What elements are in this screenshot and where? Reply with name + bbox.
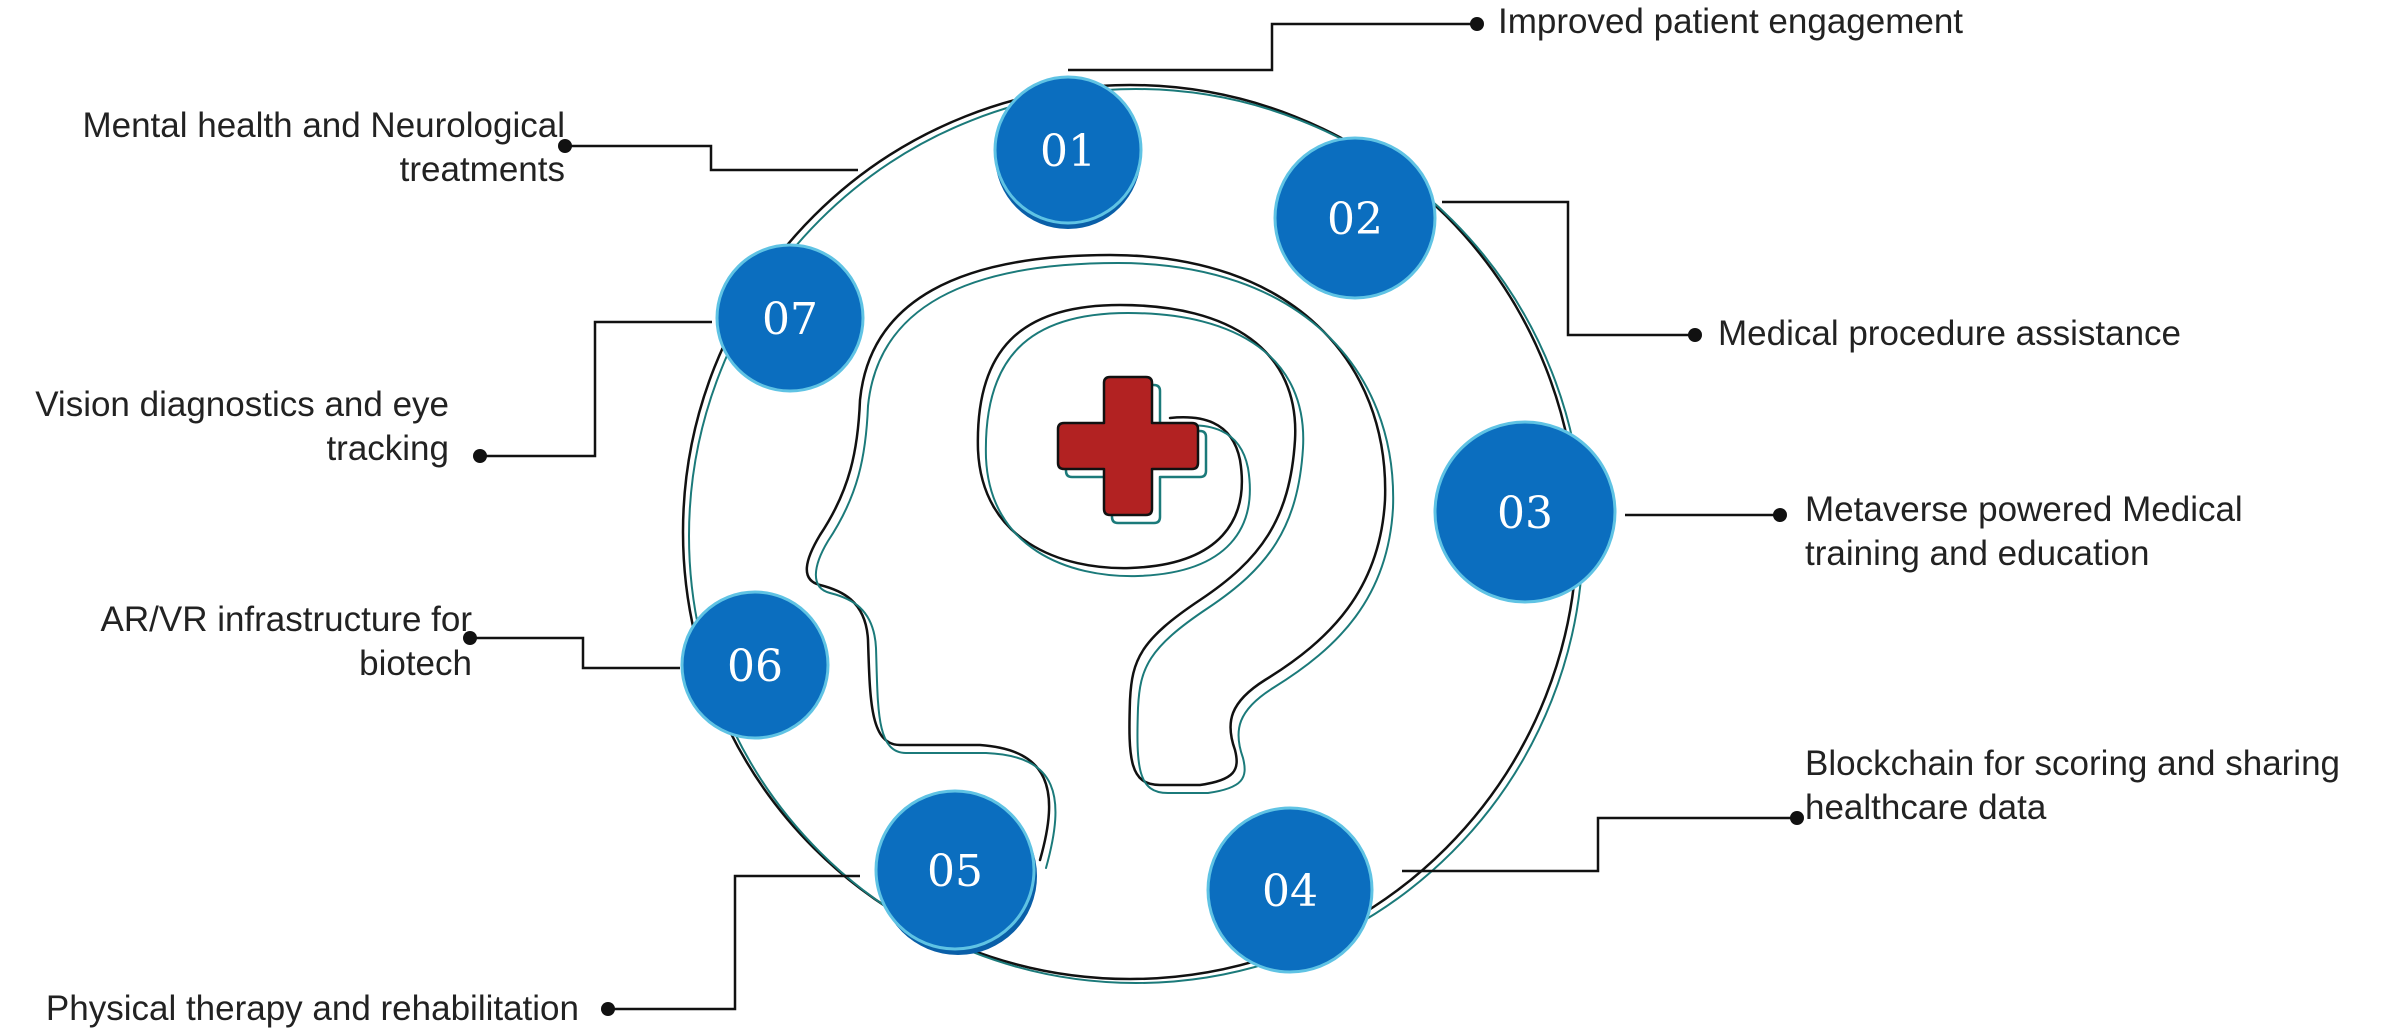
dot-04	[1790, 811, 1804, 825]
connector-dots	[463, 17, 1804, 1016]
connectors	[470, 22, 1797, 1011]
label-line: healthcare data	[1805, 788, 2047, 827]
label-03: Metaverse powered Medical training and e…	[1805, 488, 2243, 576]
label-line: Mental health and Neurological	[82, 106, 565, 145]
connector-05	[608, 874, 860, 1011]
head-outline	[805, 253, 1395, 869]
connector-06	[470, 636, 680, 670]
dot-01	[1470, 17, 1484, 31]
label-line: training and education	[1805, 534, 2150, 573]
node-02: 02	[1273, 136, 1437, 300]
label-05: Physical therapy and rehabilitation	[46, 987, 579, 1031]
node-03: 03	[1433, 420, 1617, 604]
label-08: Mental health and Neurological treatment…	[82, 104, 565, 192]
label-06: AR/VR infrastructure for biotech	[101, 598, 473, 686]
label-02: Medical procedure assistance	[1718, 312, 2181, 356]
label-line: treatments	[399, 150, 565, 189]
connector-04	[1402, 816, 1797, 873]
medical-cross-icon	[1056, 375, 1208, 525]
label-line: tracking	[326, 429, 449, 468]
node-label: 01	[1040, 126, 1096, 177]
label-line: biotech	[359, 644, 472, 683]
connector-07	[480, 320, 712, 458]
dot-06	[463, 631, 477, 645]
node-06: 06	[680, 590, 830, 740]
node-label: 04	[1262, 866, 1318, 917]
node-label: 07	[762, 294, 818, 345]
label-line: Metaverse powered Medical	[1805, 490, 2243, 529]
label-04: Blockchain for scoring and sharing healt…	[1805, 742, 2340, 830]
node-label: 03	[1497, 488, 1553, 539]
node-label: 06	[727, 641, 783, 692]
label-line: Medical procedure assistance	[1718, 314, 2182, 353]
connector-08	[565, 144, 858, 172]
node-07: 07	[715, 243, 865, 393]
node-label: 05	[927, 846, 983, 897]
dot-05	[601, 1002, 615, 1016]
dot-08	[558, 139, 572, 153]
dot-03	[1773, 508, 1787, 522]
dot-07	[473, 449, 487, 463]
node-04: 04	[1206, 806, 1374, 974]
label-01: Improved patient engagement	[1498, 0, 1963, 44]
node-01: 01	[993, 75, 1143, 229]
node-05: 05	[874, 789, 1037, 955]
label-line: Vision diagnostics and eye	[35, 385, 449, 424]
label-line: AR/VR infrastructure for	[100, 600, 473, 639]
connector-01	[1068, 22, 1477, 72]
dot-02	[1688, 328, 1702, 342]
connector-02	[1442, 200, 1695, 337]
label-line: Improved patient engagement	[1498, 2, 1964, 41]
node-label: 02	[1327, 194, 1383, 245]
label-line: Physical therapy and rehabilitation	[45, 989, 579, 1028]
label-line: Blockchain for scoring and sharing	[1805, 744, 2341, 783]
label-07: Vision diagnostics and eye tracking	[35, 383, 449, 471]
